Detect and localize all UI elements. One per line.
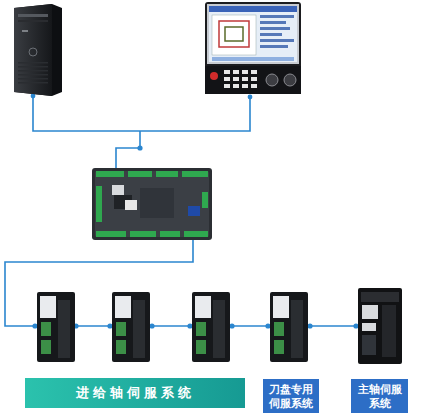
cnc-panel — [205, 2, 301, 94]
servo-drive — [37, 292, 75, 362]
feed-servo-band: 进给轴伺服系统 — [25, 378, 245, 408]
spindle-drive — [358, 288, 402, 364]
feed-band-shape — [25, 378, 245, 408]
turret-servo-box: 刀盘专用 伺服系统 — [263, 379, 319, 413]
band-text: 刀盘专用 伺服系统 — [267, 382, 315, 410]
wire — [5, 96, 356, 326]
band-text: 主轴伺服 系统 — [355, 382, 404, 410]
spindle-servo-box: 主轴伺服 系统 — [351, 379, 408, 413]
servo-drive — [112, 292, 150, 362]
servo-drive — [192, 292, 230, 362]
pc-tower — [14, 4, 62, 96]
servo-drive — [270, 292, 308, 362]
controller-board — [92, 168, 212, 240]
band-text: 进给轴伺服系统 — [76, 384, 195, 402]
